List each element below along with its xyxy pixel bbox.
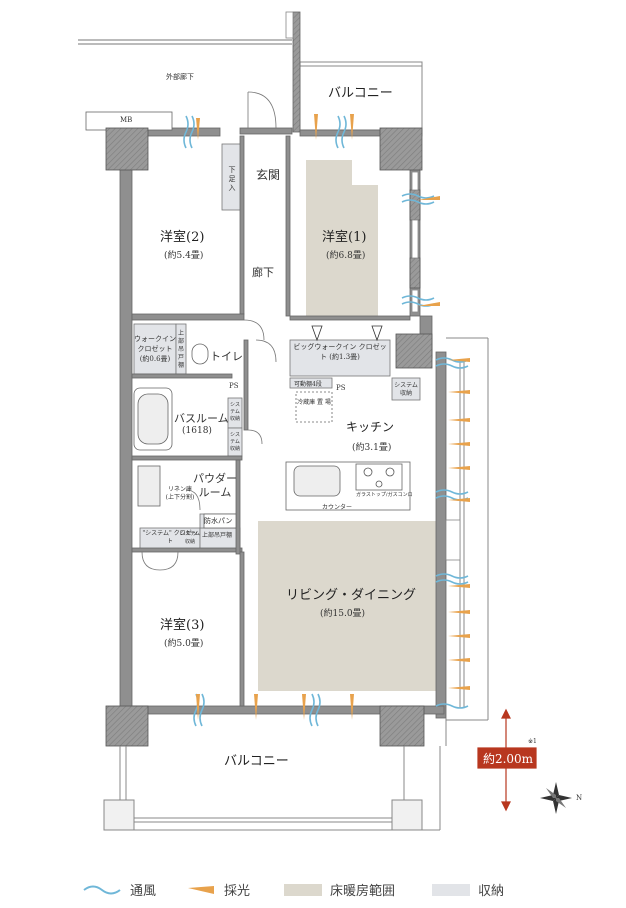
balcony-top-label: バルコニー (328, 86, 393, 101)
shoe-storage-label: 下足入 (228, 166, 236, 192)
legend-storage: 収納 (432, 880, 504, 899)
laundry-pan (203, 513, 237, 529)
wind-legend-icon (83, 885, 121, 894)
doors (141, 91, 277, 571)
kitchen-label: キッチン (346, 420, 395, 434)
room3-size: (約5.0畳) (164, 639, 204, 649)
genkan-label: 玄関 (256, 168, 281, 182)
outer-corridor-lines (78, 39, 292, 45)
washer-pan-label: 防水パン (204, 517, 233, 525)
legend-wind-label: 通風 (130, 884, 157, 899)
bathroom-label: バスルーム (174, 412, 229, 425)
kitchen-size: (約3.1畳) (352, 443, 392, 453)
dim-note: ※1 (528, 738, 537, 745)
big-wic-label: ビッグウォークイン クロゼット (約1.3畳) (293, 343, 387, 361)
system-storage-small-label: システム 収納 (180, 531, 200, 545)
kitchen-sink (293, 465, 341, 497)
living-label: リビング・ダイニング (286, 588, 417, 603)
room1-name: 洋室(1) (322, 230, 367, 245)
linen-label: リネン庫 (上下分割) (165, 486, 195, 501)
legend-wind: 通風 (82, 880, 156, 899)
windows (411, 171, 461, 561)
stove-burners (363, 467, 395, 488)
pillars (105, 127, 433, 747)
legend-storage-label: 収納 (478, 884, 505, 899)
upper-shelf-label: 上部吊戸棚 (177, 330, 184, 369)
top-pillar (292, 11, 301, 133)
wic-small-label: ウォークイン クロゼット (約0.6畳) (134, 335, 176, 363)
compass-icon (540, 782, 572, 814)
floor-heat-swatch (284, 883, 322, 896)
glass-top-label: ガラストップ/ガスコンロ (356, 492, 413, 498)
room2-name: 洋室(2) (160, 230, 205, 245)
wind-symbols (183, 115, 469, 727)
toilet-label: トイレ (210, 350, 243, 363)
mb-label: MB (120, 116, 133, 124)
stove (355, 463, 403, 491)
floor-heat-room1 (306, 160, 378, 316)
system-closet-label: "システム" クロゼット (142, 530, 198, 545)
storage-swatch (432, 883, 470, 896)
system-storage-bath2-label: システム 収納 (229, 432, 240, 452)
system-storage-bath1-label: システム 収納 (229, 402, 240, 422)
balcony-bottom-outline (103, 718, 447, 831)
balcony-bottom-label: バルコニー (224, 754, 289, 769)
room1-size: (約6.8畳) (326, 251, 366, 261)
room2-size: (約5.4畳) (164, 251, 204, 261)
living-size: (約15.0畳) (320, 609, 366, 619)
movable-shelf-label: 可動棚4段 (294, 381, 322, 388)
fridge-label: 冷蔵庫 置 場 (297, 399, 331, 406)
fixtures (133, 343, 411, 529)
legend-floor-heat-label: 床暖房範囲 (330, 884, 396, 899)
dim-value: 約2.00m (482, 752, 534, 766)
fridge-space (295, 391, 333, 423)
legend-light: 採光 (186, 880, 250, 899)
counter-label: カウンター (322, 504, 353, 511)
light-legend-icon (188, 885, 214, 894)
ps1-label: PS (229, 382, 239, 390)
bathroom-size: (1618) (182, 426, 212, 436)
legend-floor-heat: 床暖房範囲 (284, 880, 395, 899)
hallway-label: 廊下 (252, 266, 274, 279)
powder-label: パウダー ルーム (193, 472, 237, 499)
legend-light-label: 採光 (224, 884, 251, 899)
ps2-label: PS (336, 384, 346, 392)
storage-areas (133, 143, 421, 551)
system-storage-right-label: システム 収納 (394, 382, 418, 397)
dimension-marker (477, 708, 537, 812)
floor-heat-living (258, 521, 436, 691)
room3-name: 洋室(3) (160, 618, 205, 633)
compass-label: N (576, 794, 583, 802)
toilet-fixture (191, 343, 209, 365)
upper-shelf2-label: 上部吊戸棚 (202, 532, 233, 539)
light-symbols (196, 114, 470, 720)
sink (137, 465, 161, 507)
outer-corridor-label: 外部廊下 (166, 73, 194, 81)
